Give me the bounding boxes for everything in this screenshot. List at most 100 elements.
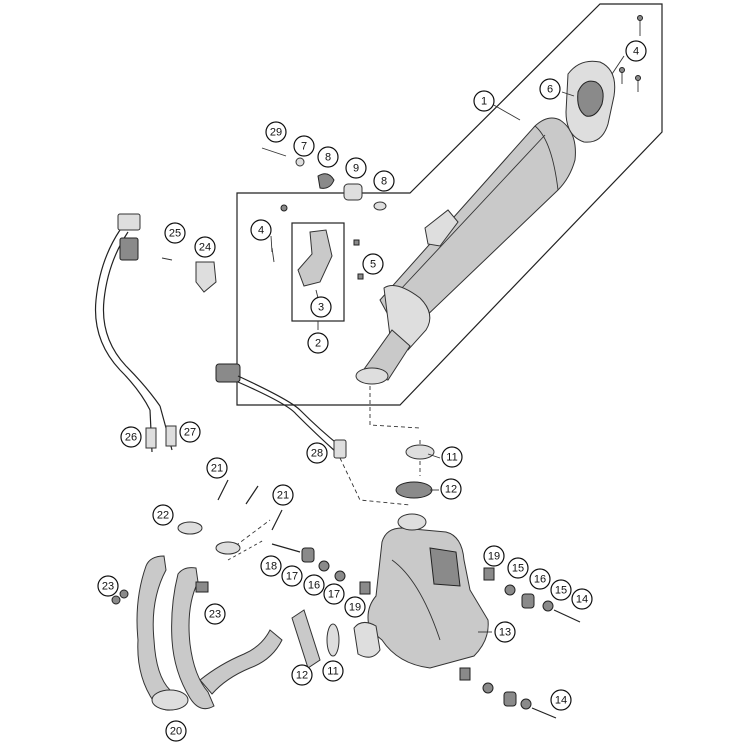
callout-leaders [270, 55, 625, 633]
callout-c19b: 19 [344, 596, 366, 618]
callout-c23a: 23 [97, 575, 119, 597]
callout-label: 28 [311, 448, 323, 460]
callout-circle [194, 236, 216, 258]
callout-label: 8 [325, 152, 331, 164]
callout-c21b: 21 [272, 484, 294, 506]
callout-label: 25 [169, 228, 181, 240]
callout-c4a: 4 [625, 40, 647, 62]
callout-label: 18 [265, 561, 277, 573]
callout-circle [529, 568, 551, 590]
callout-circle [441, 446, 463, 468]
callout-circle [345, 157, 367, 179]
studs-and-gaskets [177, 479, 283, 561]
callout-circle [625, 40, 647, 62]
callout-circle [507, 557, 529, 579]
callout-c13: 13 [494, 621, 516, 643]
callout-c2: 2 [307, 332, 329, 354]
callout-label: 29 [270, 127, 282, 139]
callout-c15b: 15 [550, 579, 572, 601]
callout-circle [362, 253, 384, 275]
callout-circle [317, 146, 339, 168]
callout-c8b: 8 [373, 170, 395, 192]
inlet-cone [355, 285, 431, 385]
callout-c16a: 16 [529, 568, 551, 590]
collector-box [353, 444, 489, 669]
callout-label: 15 [512, 563, 524, 575]
callout-circle [97, 575, 119, 597]
callout-label: 23 [209, 609, 221, 621]
callout-c16b: 16 [303, 574, 325, 596]
callout-c4b: 4 [250, 219, 272, 241]
callout-c9: 9 [345, 157, 367, 179]
callout-label: 9 [353, 163, 359, 175]
callout-c12a: 12 [440, 478, 462, 500]
callout-c29: 29 [265, 121, 287, 143]
callout-c14a: 14 [571, 588, 593, 610]
callout-circle [473, 90, 495, 112]
callout-label: 3 [318, 302, 324, 314]
callout-label: 4 [258, 225, 264, 237]
callout-label: 26 [125, 432, 137, 444]
callout-label: 19 [349, 602, 361, 614]
callout-label: 23 [102, 581, 114, 593]
callout-label: 2 [315, 338, 321, 350]
callout-label: 17 [286, 571, 298, 583]
callout-label: 21 [277, 490, 289, 502]
muffler-tab [424, 209, 459, 247]
callout-label: 21 [211, 463, 223, 475]
mount-hardware-left [271, 543, 371, 595]
callout-c5: 5 [362, 253, 384, 275]
callout-c14b: 14 [550, 689, 572, 711]
callout-c28: 28 [306, 442, 328, 464]
dashed-leaders [229, 386, 421, 551]
callout-label: 17 [328, 589, 340, 601]
fasteners-top [261, 15, 643, 280]
callout-circle [322, 660, 344, 682]
callout-c24: 24 [194, 236, 216, 258]
callout-label: 14 [555, 695, 567, 707]
callout-circle [307, 332, 329, 354]
callout-circle [206, 457, 228, 479]
callout-c18: 18 [260, 555, 282, 577]
header-pipes [111, 555, 283, 711]
callout-c25: 25 [164, 222, 186, 244]
callout-circle [303, 574, 325, 596]
callout-c23b: 23 [204, 603, 226, 625]
callout-label: 24 [199, 242, 211, 254]
callout-label: 8 [381, 176, 387, 188]
callout-label: 11 [446, 452, 457, 464]
callout-c8a: 8 [317, 146, 339, 168]
callout-label: 13 [499, 627, 511, 639]
callout-c15a: 15 [507, 557, 529, 579]
mount-hardware-right [459, 567, 581, 719]
callout-circle [179, 421, 201, 443]
sensor-28-cable [215, 363, 347, 459]
callout-c11b: 11 [322, 660, 344, 682]
callout-circle [120, 426, 142, 448]
callout-label: 6 [547, 84, 553, 96]
callout-circle [250, 219, 272, 241]
callout-circle [260, 555, 282, 577]
callout-c27: 27 [179, 421, 201, 443]
callout-circle [291, 664, 313, 686]
callout-label: 22 [157, 510, 169, 522]
callout-circle [440, 478, 462, 500]
callout-label: 12 [445, 484, 457, 496]
callout-c17a: 17 [281, 565, 303, 587]
callout-circle [306, 442, 328, 464]
callout-c12b: 12 [291, 664, 313, 686]
callout-circle [344, 596, 366, 618]
callout-circle [164, 222, 186, 244]
callout-c7: 7 [293, 135, 315, 157]
callout-circle [272, 484, 294, 506]
callout-label: 4 [633, 46, 639, 58]
callout-circle [323, 583, 345, 605]
callout-circle [265, 121, 287, 143]
callout-label: 14 [576, 594, 588, 606]
callout-label: 11 [327, 666, 338, 678]
bracket [297, 229, 333, 287]
callout-label: 12 [296, 670, 308, 682]
callout-label: 27 [184, 427, 196, 439]
